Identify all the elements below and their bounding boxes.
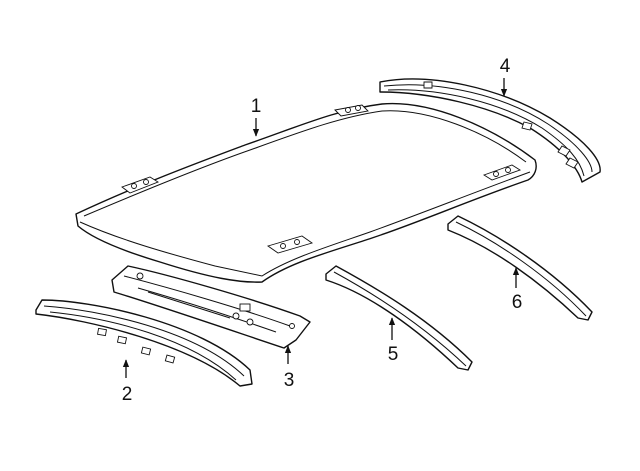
part-front-header[interactable] [35, 299, 253, 387]
roof-bracket-top [334, 104, 369, 117]
part-side-reinforcement-right[interactable] [447, 215, 593, 321]
part-roof-panel[interactable] [75, 102, 537, 283]
roof-bracket-right [482, 164, 522, 181]
part-front-roof-bow[interactable] [111, 265, 311, 349]
callout-4: 4 [500, 56, 511, 77]
roof-bracket-left [121, 176, 159, 194]
callout-1: 1 [251, 96, 262, 117]
part-side-reinforcement-left[interactable] [325, 265, 473, 371]
callout-5: 5 [388, 344, 399, 365]
callout-2: 2 [122, 384, 133, 405]
part-rear-roof-rail[interactable] [379, 78, 601, 183]
callout-6: 6 [512, 292, 523, 313]
callout-3: 3 [284, 370, 295, 391]
roof-bracket-front [266, 235, 314, 254]
